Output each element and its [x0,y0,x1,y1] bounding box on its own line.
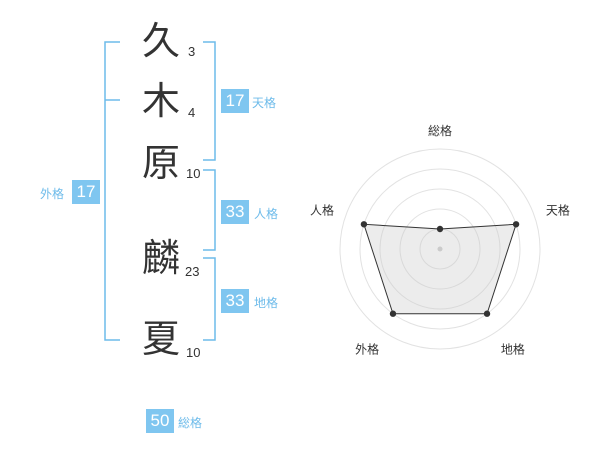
radar-axis-label: 総格 [428,123,452,138]
radar-ring-2 [399,208,481,290]
gaikaku-bracket [104,41,120,341]
soukaku-value: 50 [146,409,174,433]
radar-point-5 [360,221,368,228]
radar-axis-label: 外格 [355,341,379,356]
radar-area [363,223,517,315]
name-char-3: 原 [141,141,180,185]
radar-point-4 [389,310,397,317]
tenkaku-value: 17 [221,89,249,113]
stroke-count-3: 10 [186,166,201,181]
stroke-count-4: 23 [185,264,200,279]
radar-ring-5 [339,148,541,350]
radar-ring-4 [359,168,521,330]
tenkaku-label: 天格 [252,96,277,110]
stroke-count-5: 10 [186,345,201,360]
radar-point-2 [512,221,520,228]
tenkaku-bracket [203,41,216,161]
chikaku-label: 地格 [254,296,279,310]
radar-point-3 [483,310,491,317]
stroke-count-1: 3 [188,44,196,59]
radar-axis-label: 人格 [310,203,334,218]
name-char-5: 夏 [141,317,180,361]
soukaku-label: 総格 [178,416,203,430]
radar-ring-3 [379,188,501,310]
jinkaku-value: 33 [221,200,249,224]
name-char-4: 麟 [141,236,180,280]
gaikaku-value: 17 [72,180,100,204]
name-char-1: 久 [141,19,180,63]
radar-center [437,246,443,252]
radar-point-1 [436,225,444,233]
stroke-count-2: 4 [188,105,196,120]
chikaku-value: 33 [221,289,249,313]
gaikaku-label: 外格 [40,187,65,201]
jinkaku-bracket [203,169,216,251]
jinkaku-label: 人格 [254,207,279,221]
radar-axis-label: 地格 [501,341,525,356]
chikaku-bracket [203,257,216,341]
name-char-2: 木 [141,79,180,123]
radar-axis-label: 天格 [546,203,570,218]
